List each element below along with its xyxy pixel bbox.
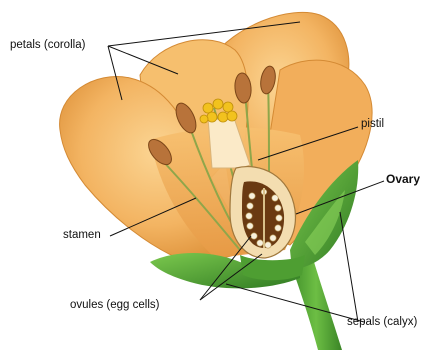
label-pistil: pistil [361,118,384,130]
label-stamen: stamen [63,229,101,241]
label-petals: petals (corolla) [10,39,85,51]
label-ovules: ovules (egg cells) [70,299,159,311]
label-ovary: Ovary [386,172,420,186]
label-sepals: sepals (calyx) [347,316,417,328]
receptacle [240,255,305,280]
